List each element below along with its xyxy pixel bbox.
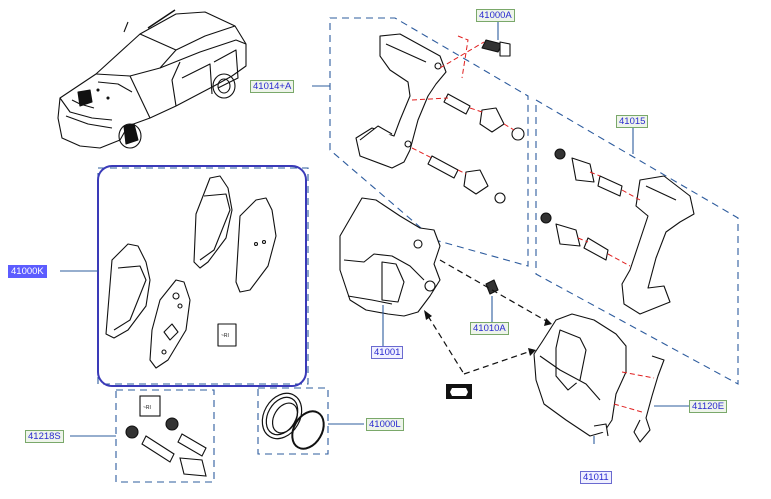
arrowhead-icon — [424, 310, 432, 320]
callout-41001[interactable]: 41001 — [371, 346, 404, 359]
callout-41218s[interactable]: 41218S — [25, 430, 64, 443]
piston-seals — [261, 392, 325, 450]
callout-41120e[interactable]: 41120E — [689, 400, 728, 413]
guide-pin-kit-parts: ~RI — [125, 395, 207, 477]
svg-text:~RI: ~RI — [143, 405, 151, 411]
callout-41000k[interactable]: 41000K — [8, 265, 47, 278]
selected-highlight-frame — [97, 165, 307, 387]
arrowheads — [424, 310, 552, 356]
callout-41000a[interactable]: 41000A — [476, 9, 515, 22]
callout-41011[interactable]: 41011 — [580, 471, 612, 484]
arrowhead-icon — [544, 318, 552, 326]
svg-text:~RI: ~RI — [221, 333, 229, 339]
callout-41000l[interactable]: 41000L — [366, 418, 404, 431]
callout-41014a[interactable]: 41014+A — [250, 80, 295, 93]
callout-41015[interactable]: 41015 — [616, 115, 649, 128]
group-frame-41014a — [329, 17, 529, 267]
group-frame-41000l — [257, 387, 329, 455]
vehicle-illustration — [57, 9, 247, 149]
brake-pads: ~RI — [105, 175, 277, 369]
callout-41010a[interactable]: 41010A — [470, 322, 509, 335]
assembly-arrows — [427, 259, 549, 375]
group-frame-41015 — [535, 99, 739, 385]
leader-lines — [60, 21, 690, 444]
assembly-axes — [411, 35, 655, 413]
pad-kit-symbol-icon — [446, 384, 472, 399]
caliper-41011 — [533, 313, 665, 443]
caliper-41001 — [339, 197, 499, 317]
caliper-bracket-41015 — [540, 148, 695, 315]
arrowhead-icon — [528, 348, 536, 356]
group-frame-41218s — [115, 389, 215, 483]
caliper-bracket-41014a — [355, 33, 525, 204]
